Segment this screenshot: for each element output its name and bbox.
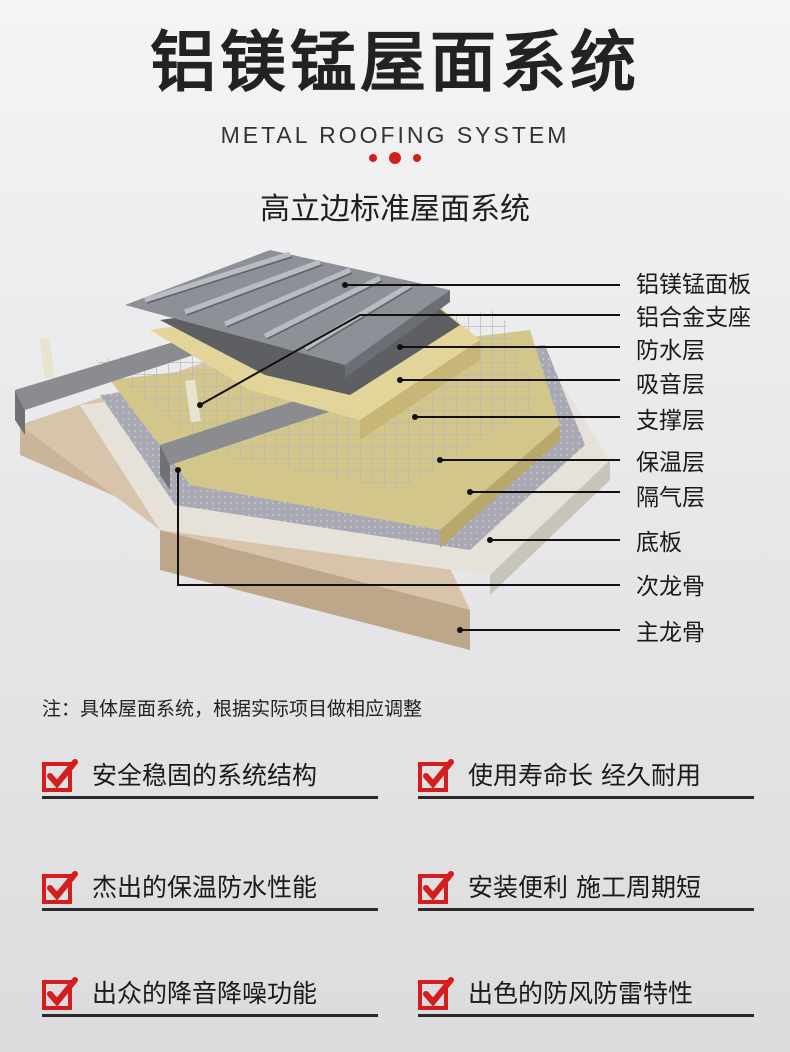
section-title: 高立边标准屋面系统 (260, 192, 530, 227)
feature-text: 出众的降音降噪功能 (92, 979, 318, 1008)
label-vapor-barrier: 隔气层 (636, 485, 705, 511)
check-box-icon (418, 977, 454, 1010)
roof-layer-diagram: 铝镁锰面板 铝合金支座 防水层 吸音层 支撑层 保温层 隔气层 底板 次龙骨 主… (15, 250, 751, 650)
feature-text: 出色的防风防雷特性 (468, 979, 694, 1008)
note-text: 注：具体屋面系统，根据实际项目做相应调整 (42, 698, 423, 720)
feature-text: 安全稳固的系统结构 (92, 761, 318, 790)
page-title: 铝镁锰屋面系统 (150, 24, 640, 101)
page-subtitle: METAL ROOFING SYSTEM (220, 122, 570, 148)
dot-left (369, 154, 377, 162)
check-box-icon (42, 759, 78, 792)
label-main-keel: 主龙骨 (636, 620, 705, 646)
label-alloy-support: 铝合金支座 (636, 305, 751, 331)
check-box-icon (418, 871, 454, 904)
label-secondary-keel: 次龙骨 (636, 574, 705, 600)
label-roof-panel: 铝镁锰面板 (636, 272, 751, 298)
label-base-plate: 底板 (636, 530, 682, 556)
leader-lines (177, 284, 620, 631)
dot-center (389, 152, 401, 164)
feature-text: 杰出的保温防水性能 (92, 873, 318, 902)
roof-panels (125, 250, 450, 378)
feature-item: 安装便利 施工周期短 (418, 864, 754, 911)
label-support: 支撑层 (636, 408, 705, 434)
feature-item: 出众的降音降噪功能 (42, 970, 378, 1017)
feature-item: 使用寿命长 经久耐用 (418, 752, 754, 799)
decorative-dots (365, 150, 425, 166)
label-sound-absorbing: 吸音层 (636, 372, 705, 398)
feature-item: 安全稳固的系统结构 (42, 752, 378, 799)
feature-text: 安装便利 施工周期短 (468, 873, 701, 902)
label-insulation: 保温层 (636, 450, 705, 476)
leader-dots (175, 282, 493, 633)
check-box-icon (42, 871, 78, 904)
feature-text: 使用寿命长 经久耐用 (468, 761, 701, 790)
feature-item: 杰出的保温防水性能 (42, 864, 378, 911)
check-box-icon (418, 759, 454, 792)
dot-right (413, 154, 421, 162)
label-waterproof: 防水层 (636, 338, 705, 364)
check-box-icon (42, 977, 78, 1010)
feature-item: 出色的防风防雷特性 (418, 970, 754, 1017)
